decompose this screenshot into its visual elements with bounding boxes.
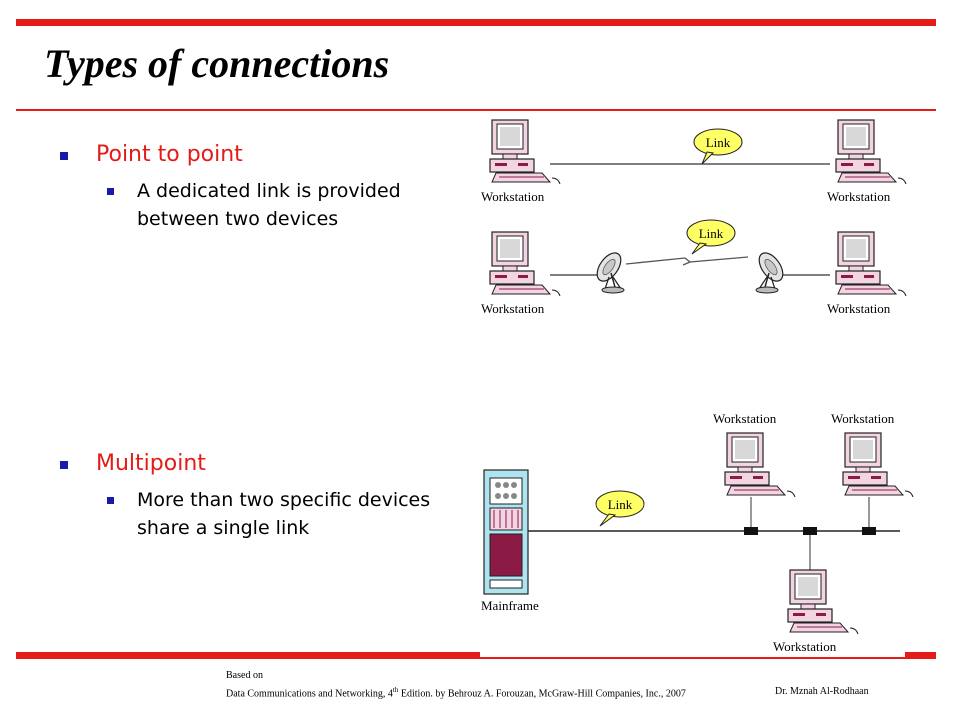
bullet-square-icon xyxy=(107,188,114,195)
workstation-icon xyxy=(489,231,561,297)
tap-connector xyxy=(862,527,876,535)
footer-citation: Data Communications and Networking, 4th … xyxy=(226,686,686,699)
satellite-dish-icon xyxy=(591,248,627,294)
citation-text: Data Communications and Networking, 4 xyxy=(226,688,393,700)
satellite-dish-icon xyxy=(753,248,789,294)
link-label: Link xyxy=(608,497,633,512)
workstation-label: Workstation xyxy=(827,189,891,204)
link-label: Link xyxy=(706,135,731,150)
workstation-icon xyxy=(835,231,907,297)
workstation-label: Workstation xyxy=(831,411,895,426)
bullet-heading: Point to point xyxy=(96,142,243,167)
tap-connector xyxy=(744,527,758,535)
mainframe-label: Mainframe xyxy=(481,598,539,613)
workstation-icon xyxy=(835,119,907,185)
workstation-label: Workstation xyxy=(481,189,545,204)
workstation-label: Workstation xyxy=(827,301,891,316)
workstation-icon xyxy=(724,432,796,498)
bullet-square-icon xyxy=(107,497,114,504)
bullet-square-icon xyxy=(60,461,68,469)
p2p-cable-diagram: Link Workstation Workstation xyxy=(481,119,907,204)
bottom-accent-bar xyxy=(16,652,936,659)
wireless-signal xyxy=(625,256,749,266)
workstation-icon xyxy=(787,569,859,635)
bullet-heading: Multipoint xyxy=(96,451,206,476)
sub-bullet-line: A dedicated link is provided xyxy=(137,180,401,202)
link-label: Link xyxy=(699,226,724,241)
multipoint-diagram: Link Mainframe Workstation Workstation W… xyxy=(481,411,914,654)
workstation-label: Workstation xyxy=(481,301,545,316)
workstation-label: Workstation xyxy=(713,411,777,426)
bottom-bar-gap xyxy=(480,652,905,657)
mainframe-icon xyxy=(483,469,529,595)
workstation-label: Workstation xyxy=(773,639,837,654)
top-accent-bar xyxy=(16,19,936,26)
link-callout: Link xyxy=(693,128,743,165)
sub-bullet-line: share a single link xyxy=(137,517,310,539)
tap-connector xyxy=(803,527,817,535)
slide-title: Types of connections xyxy=(44,41,390,86)
citation-text: Edition. by Behrouz A. Forouzan, McGraw-… xyxy=(398,688,686,700)
workstation-icon xyxy=(842,432,914,498)
title-underline xyxy=(16,109,936,111)
sub-bullet-line: More than two specific devices xyxy=(137,489,431,511)
link-callout: Link xyxy=(595,490,645,527)
footer-based-on: Based on xyxy=(226,670,263,681)
p2p-satellite-diagram: Link Workstation Workstation xyxy=(481,219,907,316)
footer-author: Dr. Mznah Al-Rodhaan xyxy=(775,686,869,697)
citation-superscript: th xyxy=(392,686,399,694)
link-callout: Link xyxy=(686,219,736,255)
bullet-square-icon xyxy=(60,152,68,160)
workstation-icon xyxy=(489,119,561,185)
sub-bullet-line: between two devices xyxy=(137,208,339,230)
